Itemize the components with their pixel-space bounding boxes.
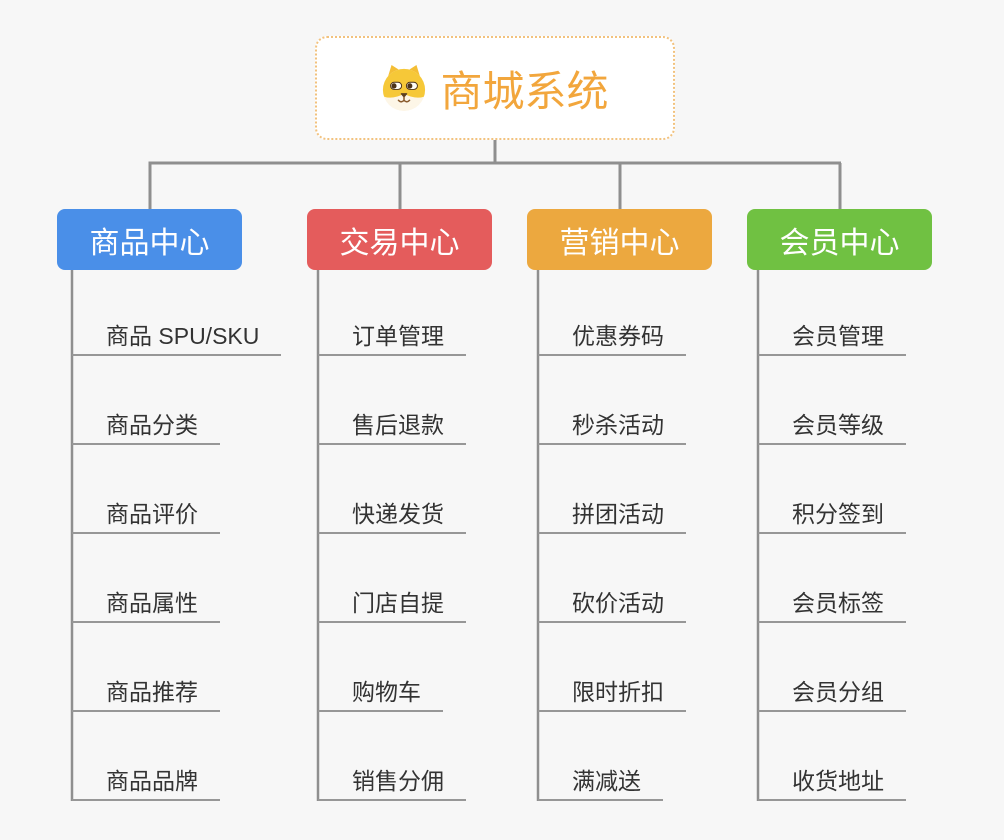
leaf-topic[interactable]: 商品 SPU/SKU (72, 322, 282, 356)
leaf-topic[interactable]: 订单管理 (318, 322, 466, 356)
leaf-topic[interactable]: 门店自提 (318, 589, 466, 623)
root-topic-title: 商城系统 (440, 67, 609, 115)
leaf-topic[interactable]: 限时折扣 (538, 678, 686, 712)
branch-children: 会员管理 会员等级 积分签到 会员标签 会员分组 收货地址 (758, 322, 906, 840)
leaf-topic[interactable]: 收货地址 (758, 767, 906, 801)
leaf-topic[interactable]: 秒杀活动 (538, 411, 686, 445)
leaf-topic[interactable]: 商品品牌 (72, 767, 220, 801)
leaf-topic[interactable]: 商品属性 (72, 589, 220, 623)
branch-children: 订单管理 售后退款 快递发货 门店自提 购物车 销售分佣 (318, 322, 466, 840)
branch-node-2[interactable]: 交易中心 (307, 209, 492, 270)
branch-node-1[interactable]: 商品中心 (57, 209, 242, 270)
leaf-topic[interactable]: 商品评价 (72, 500, 220, 534)
leaf-topic[interactable]: 售后退款 (318, 411, 466, 445)
leaf-topic[interactable]: 会员管理 (758, 322, 906, 356)
leaf-topic[interactable]: 积分签到 (758, 500, 906, 534)
leaf-topic[interactable]: 商品推荐 (72, 678, 220, 712)
branch-node-4[interactable]: 会员中心 (747, 209, 932, 270)
dog-face-icon (383, 65, 426, 111)
leaf-topic[interactable]: 会员等级 (758, 411, 906, 445)
leaf-topic[interactable]: 优惠券码 (538, 322, 686, 356)
leaf-topic[interactable]: 会员分组 (758, 678, 906, 712)
branch-children: 优惠券码 秒杀活动 拼团活动 砍价活动 限时折扣 满减送 (538, 322, 686, 840)
leaf-topic[interactable]: 拼团活动 (538, 500, 686, 534)
leaf-topic[interactable]: 购物车 (318, 678, 443, 712)
leaf-topic[interactable]: 销售分佣 (318, 767, 466, 801)
branch-spines (70, 270, 760, 801)
branch-node-3[interactable]: 营销中心 (527, 209, 712, 270)
branch-children: 商品 SPU/SKU 商品分类 商品评价 商品属性 商品推荐 商品品牌 (72, 322, 282, 840)
leaf-topic[interactable]: 快递发货 (318, 500, 466, 534)
branch-label: 会员中心 (779, 226, 900, 260)
leaf-topic[interactable]: 商品分类 (72, 411, 220, 445)
branch-label: 交易中心 (339, 226, 460, 260)
root-connectors (148, 140, 842, 209)
root-topic[interactable]: 商城系统 (315, 36, 675, 140)
leaf-topic[interactable]: 满减送 (538, 767, 663, 801)
branch-label: 商品中心 (89, 226, 210, 260)
branch-label: 营销中心 (559, 226, 680, 260)
leaf-topic[interactable]: 会员标签 (758, 589, 906, 623)
leaf-topic[interactable]: 砍价活动 (538, 589, 686, 623)
